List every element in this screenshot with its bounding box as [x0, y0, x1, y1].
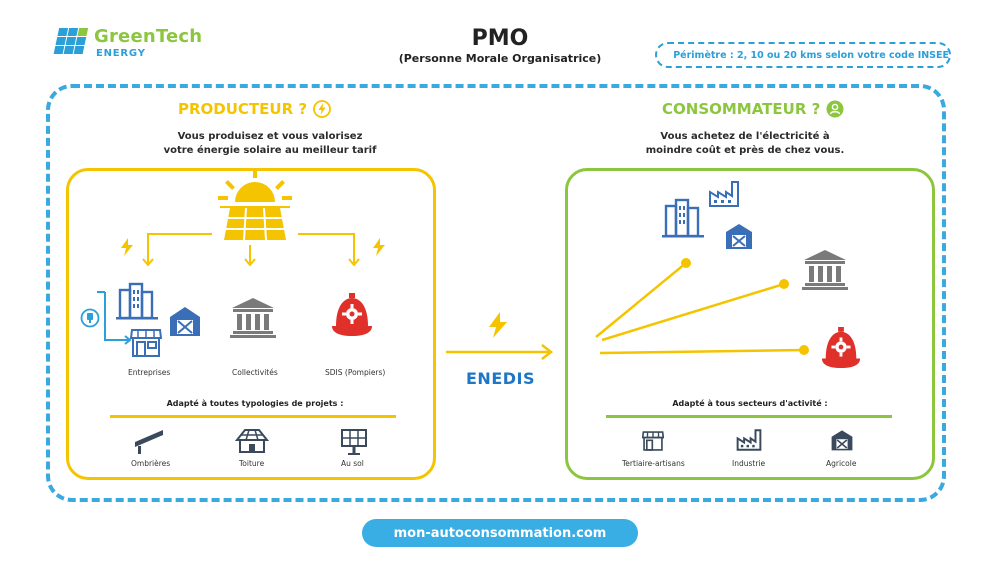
town-hall-icon [230, 298, 276, 338]
project-label-au-sol: Au sol [341, 459, 364, 468]
user-circle-icon [826, 100, 844, 118]
logo-subtitle: ENERGY [96, 48, 146, 59]
enedis-logo: ENEDIS [466, 369, 536, 388]
sectors-separator [606, 415, 892, 418]
projects-separator [110, 415, 396, 418]
shop-icon [642, 431, 664, 451]
consommateur-box [565, 168, 935, 480]
barn-icon [726, 224, 752, 249]
sectors-heading: Adapté à tous secteurs d'activité : [672, 399, 828, 408]
solar-panel-logo-icon [53, 28, 89, 54]
sector-label-agricole: Agricole [826, 459, 857, 468]
consommateur-description-line1: Vous achetez de l'électricité à [660, 131, 830, 142]
pmo-frame [46, 84, 946, 502]
page-subtitle: (Personne Morale Organisatrice) [398, 52, 602, 65]
producteur-box [66, 168, 436, 480]
connector-line [97, 291, 132, 345]
lightning-icon [373, 238, 385, 256]
consommateur-description: Vous achetez de l'électricité à moindre … [620, 130, 870, 158]
producteur-description-line2: votre énergie solaire au meilleur tarif [163, 145, 377, 156]
project-label-toiture: Toiture [239, 459, 265, 468]
barn-icon [170, 307, 200, 336]
project-label-ombrieres: Ombrières [131, 459, 171, 468]
lightning-icon [489, 312, 507, 338]
logo-name: GreenTech [94, 26, 203, 47]
sun-solar-panel-icon [218, 168, 292, 241]
building-icon [662, 198, 704, 238]
producteur-description-line1: Vous produisez et vous valorisez [177, 131, 363, 142]
producteur-heading: PRODUCTEUR ? [178, 100, 331, 118]
firefighter-helmet-icon [332, 293, 372, 336]
ground-panel-icon [341, 429, 367, 455]
perimetre-badge: Périmètre : 2, 10 ou 20 kms selon votre … [655, 42, 951, 68]
barn-icon [831, 430, 853, 451]
perimetre-text: Périmètre : 2, 10 ou 20 kms selon votre … [673, 49, 949, 61]
lightning-icon [121, 238, 133, 256]
target-label-collectivites: Collectivités [232, 368, 278, 377]
website-link[interactable]: mon-autoconsommation.com [362, 519, 638, 547]
logo: GreenTech ENERGY [50, 22, 210, 66]
factory-icon [736, 429, 762, 451]
roof-icon [235, 429, 269, 453]
town-hall-icon [802, 250, 848, 290]
building-icon [116, 282, 158, 320]
consommateur-heading: CONSOMMATEUR ? [662, 100, 844, 118]
distribution-arrows [142, 233, 360, 267]
projects-heading: Adapté à toutes typologies de projets : [166, 399, 344, 408]
sector-label-tertiaire: Tertiaire-artisans [622, 459, 685, 468]
sector-label-industrie: Industrie [732, 459, 766, 468]
consommateur-title: CONSOMMATEUR ? [662, 100, 821, 118]
target-label-sdis: SDIS (Pompiers) [325, 368, 386, 377]
producteur-title: PRODUCTEUR ? [178, 100, 308, 118]
factory-icon [709, 181, 739, 207]
firefighter-helmet-icon [821, 327, 861, 369]
plug-icon [80, 308, 100, 328]
page-title: PMO [471, 26, 529, 51]
producteur-description: Vous produisez et vous valorisez votre é… [130, 130, 410, 158]
flow-arrow [446, 344, 554, 360]
carport-icon [135, 430, 163, 454]
lightning-circle-icon [313, 100, 331, 118]
consommateur-description-line2: moindre coût et près de chez vous. [645, 145, 845, 156]
consumption-lines [595, 258, 809, 355]
target-label-entreprises: Entreprises [128, 368, 171, 377]
shop-icon [130, 329, 162, 357]
